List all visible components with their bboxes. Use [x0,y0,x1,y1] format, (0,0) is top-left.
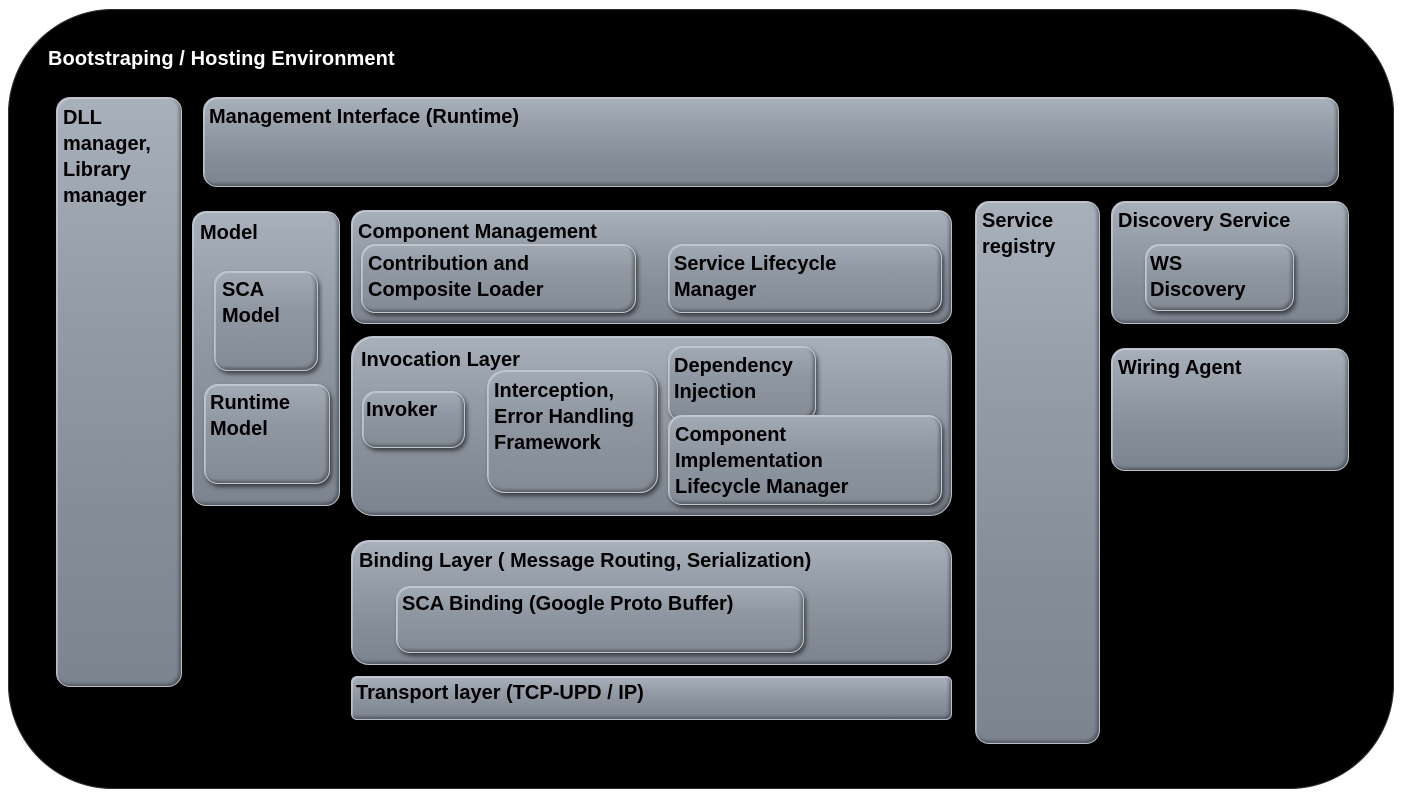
runtime-model-label: Runtime Model [210,392,290,440]
contribution-loader-label: Contribution and Composite Loader [368,253,544,301]
sca-binding-box [396,586,804,653]
service-registry-label: Service registry [982,210,1056,258]
environment-title: Bootstraping / Hosting Environment [48,48,395,70]
invoker-box [362,391,465,448]
runtime-model-box [204,384,330,484]
transport-layer-label: Transport layer (TCP-UPD / IP) [356,682,644,704]
interception-label: Interception, Error Handling Framework [494,380,635,454]
service-lifecycle-manager-box [668,244,942,313]
binding-layer-label: Binding Layer ( Message Routing, Seriali… [359,550,812,572]
interception-box [487,370,658,493]
dll-manager-label: DLL manager, Library manager [63,107,151,207]
ws-discovery-box [1145,244,1294,311]
management-interface-box [203,97,1339,187]
contribution-loader-box [361,244,636,313]
invoker-label: Invoker [366,399,438,421]
dependency-injection-box [668,346,816,421]
dependency-injection-label: Dependency Injection [674,355,793,403]
wiring-agent-label: Wiring Agent [1118,357,1242,379]
invocation-layer-label: Invocation Layer [361,349,520,371]
component-lifecycle-label: Component Implementation Lifecycle Manag… [675,424,849,498]
service-lifecycle-manager-label: Service Lifecycle Manager [674,253,837,301]
component-lifecycle-box [668,415,942,505]
transport-layer-box [351,676,952,720]
dll-manager-box [56,97,182,687]
sca-model-label: SCA Model [222,279,280,327]
sca-binding-label: SCA Binding (Google Proto Buffer) [402,593,734,615]
model-label: Model [200,222,258,244]
component-management-label: Component Management [358,221,597,243]
wiring-agent-box [1111,348,1349,471]
sca-model-box [214,271,318,371]
discovery-service-label: Discovery Service [1118,210,1291,232]
service-registry-box [975,201,1100,744]
ws-discovery-label: WS Discovery [1150,253,1246,301]
management-interface-label: Management Interface (Runtime) [209,106,520,128]
